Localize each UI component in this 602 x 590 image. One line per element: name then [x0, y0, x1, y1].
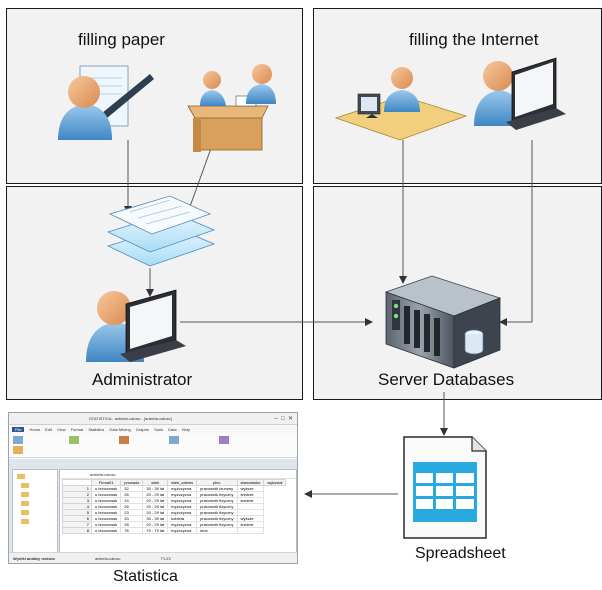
table-cell[interactable]: 30 - 39 lat — [142, 515, 169, 522]
table-cell[interactable]: 76 — [120, 527, 144, 534]
table-cell[interactable]: u brzozowsk — [90, 491, 122, 498]
tab-home[interactable]: Home — [29, 426, 41, 432]
table-cell[interactable]: pracownik biurowy — [196, 485, 238, 492]
table-cell[interactable]: u brzozowsk — [90, 521, 122, 528]
table-cell[interactable]: u brzozowsk — [90, 497, 122, 504]
administrator-label: Administrator — [92, 370, 193, 389]
document-stack-icon — [106, 195, 216, 267]
table-cell[interactable]: 20 - 29 lat — [142, 509, 169, 516]
status-cell: ankieta-calosc — [94, 555, 121, 561]
table-cell[interactable]: 20 - 29 lat — [142, 521, 169, 528]
table-cell[interactable]: pracownik fizyczny — [196, 521, 238, 528]
table-cell[interactable]: 20 - 29 lat — [142, 503, 169, 510]
tab-graphs[interactable]: Graphs — [135, 426, 149, 432]
arrow-laptop-user-to-server — [499, 140, 533, 326]
column-header[interactable]: wyksztal — [263, 479, 287, 486]
table-cell[interactable]: 20 - 29 lat — [142, 497, 169, 504]
workbook-tree — [12, 469, 58, 553]
tab-help[interactable]: Help — [181, 426, 190, 432]
column-header[interactable]: wiek_zakres — [167, 479, 198, 486]
tab-data-mining[interactable]: Data Mining — [109, 426, 131, 432]
statistica-ribbon-tabs: File Home Edit View Format Statistics Da… — [9, 425, 297, 433]
tab-view[interactable]: View — [57, 426, 66, 432]
table-cell[interactable]: u brzozowsk — [90, 503, 122, 510]
statistica-title: STATISTICA - ankieta-calosc - [ankieta-c… — [89, 416, 172, 421]
statistica-window: STATISTICA - ankieta-calosc - [ankieta-c… — [8, 412, 298, 564]
table-cell[interactable]: pracownik fizyczny — [196, 497, 238, 504]
table-cell[interactable]: u brzozowsk — [90, 509, 122, 516]
server-databases-label: Server Databases — [378, 370, 515, 389]
desktop-user-icon — [334, 67, 468, 141]
tab-tools[interactable]: Tools — [153, 426, 164, 432]
tab-format[interactable]: Format — [70, 426, 84, 432]
status-tab[interactable]: Wyniki analizy ruteuio — [13, 555, 55, 561]
server-database-icon — [384, 275, 502, 369]
connectors — [124, 139, 533, 498]
administrator-laptop-icon — [86, 289, 186, 362]
table-cell[interactable]: 70 - 79 lat — [142, 527, 169, 534]
table-cell[interactable] — [236, 527, 265, 534]
tab-statistics[interactable]: Statistics — [88, 426, 105, 432]
statistica-titlebar: STATISTICA - ankieta-calosc - [ankieta-c… — [9, 413, 297, 425]
spreadsheet-label: Spreadsheet — [415, 545, 506, 562]
table-cell[interactable]: pracownik fizyczny — [196, 515, 238, 522]
table-cell[interactable]: pracownik fizyczny — [196, 491, 238, 498]
column-header[interactable]: stanowisko — [236, 479, 265, 486]
arrow-desk-to-docs — [186, 139, 215, 213]
interview-desk-icon — [187, 64, 276, 152]
table-cell[interactable]: u brzozowsk — [90, 515, 122, 522]
statistica-label: Statistica — [113, 568, 178, 585]
table-cell[interactable]: pracownik fizyczny — [196, 509, 238, 516]
table-cell[interactable]: u brzozowsk — [90, 485, 122, 492]
statistica-statusbar: Wyniki analizy ruteuio ankieta-calosc F1… — [9, 552, 297, 563]
table-cell[interactable]: inne — [196, 527, 238, 534]
tab-file[interactable]: File — [12, 426, 25, 432]
laptop-user-icon — [474, 57, 566, 130]
table-cell[interactable]: mężczyzna — [167, 527, 198, 534]
filling-internet-label: filling the Internet — [409, 30, 539, 49]
table-cell[interactable]: u brzozowsk — [90, 527, 122, 534]
table-cell[interactable]: 30 - 39 lat — [142, 485, 169, 492]
spreadsheet-icon — [403, 436, 487, 539]
row-number: 8 — [62, 527, 92, 534]
filling-paper-label: filling paper — [78, 30, 165, 49]
table-cell[interactable]: 20 - 29 lat — [142, 491, 169, 498]
tab-data[interactable]: Data — [168, 426, 177, 432]
status-position: F1:Z2 — [160, 555, 171, 561]
window-controls: – □ ✕ — [274, 416, 293, 422]
person-writing-icon — [58, 65, 154, 140]
tab-edit[interactable]: Edit — [45, 426, 53, 432]
statistica-ribbon — [9, 433, 297, 458]
table-cell[interactable]: pracownik fizyczny — [196, 503, 238, 510]
sheet-title: ankieta-calosc — [60, 470, 296, 479]
